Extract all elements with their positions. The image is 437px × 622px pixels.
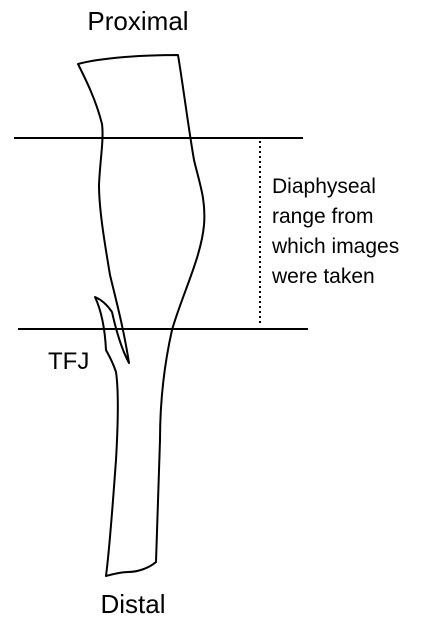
range-note-line: which images — [272, 232, 399, 262]
range-note-line: range from — [272, 202, 399, 232]
distal-label: Distal — [0, 589, 266, 620]
range-note-line: Diaphyseal — [272, 172, 399, 202]
tibia-outline — [78, 55, 204, 576]
tfj-label: TFJ — [48, 348, 89, 376]
proximal-label: Proximal — [0, 6, 276, 37]
diaphyseal-range-note: Diaphyseal range from which images were … — [272, 172, 399, 292]
range-note-line: were taken — [272, 262, 399, 292]
